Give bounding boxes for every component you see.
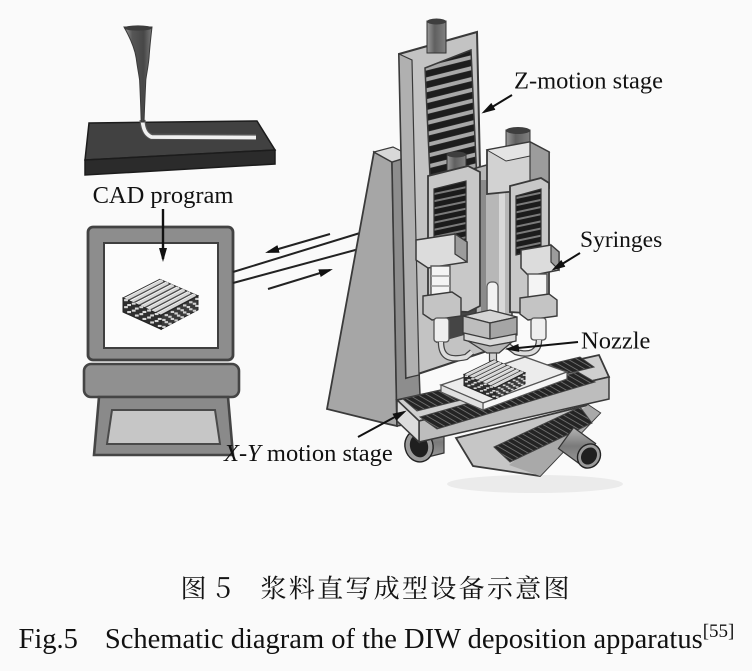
svg-text:CAD program: CAD program: [93, 182, 234, 209]
svg-text:Syringes: Syringes: [580, 227, 662, 253]
svg-text:Z-motion stage: Z-motion stage: [514, 68, 663, 95]
svg-text:X-Y motion stage: X-Y motion stage: [223, 440, 393, 467]
svg-text:Nozzle: Nozzle: [581, 328, 650, 355]
